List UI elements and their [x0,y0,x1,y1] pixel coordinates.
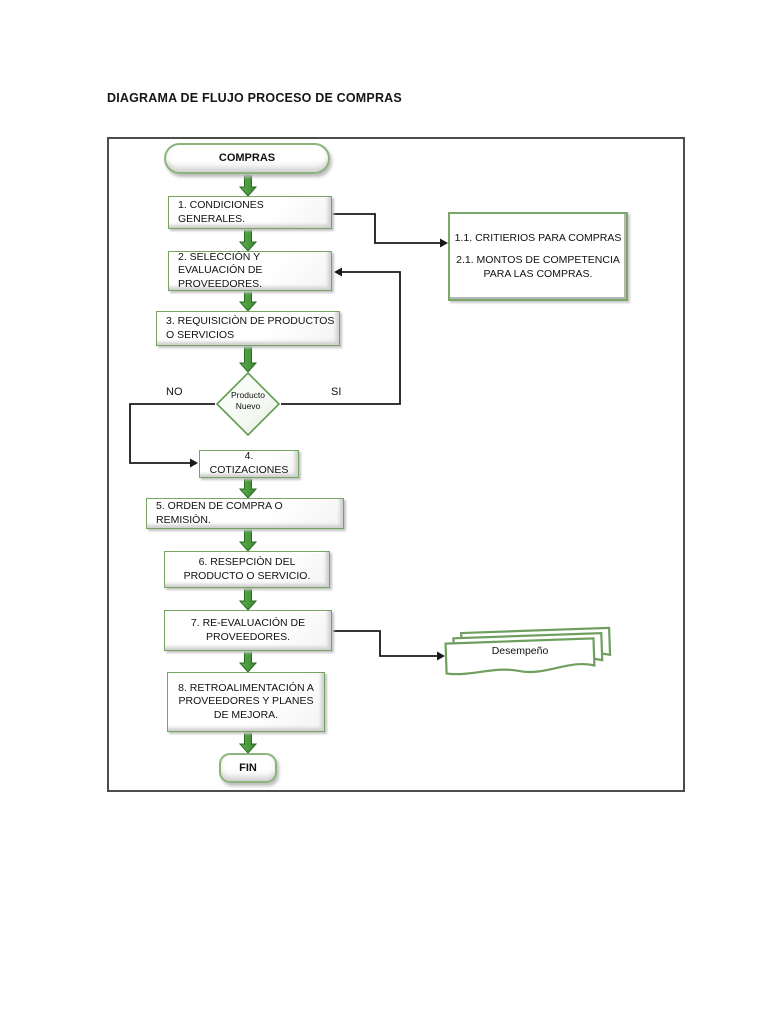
reference-box: 1.1. CRITIERIOS PARA COMPRAS 2.1. MONTOS… [448,212,628,301]
page-title: DIAGRAMA DE FLUJO PROCESO DE COMPRAS [107,91,402,105]
process-box-5-label: 5. ORDEN DE COMPRA O REMISIÒN. [156,499,283,526]
process-box-4: 4. COTIZACIONES [199,450,299,478]
process-box-2-label: 2. SELECCIÓN Y EVALUACIÓN DE PROVEEDORES… [178,250,263,290]
process-box-6-label: 6. RESEPCIÒN DEL PRODUCTO O SERVICIO. [183,555,311,582]
process-box-2: 2. SELECCIÓN Y EVALUACIÓN DE PROVEEDORES… [168,251,332,291]
process-box-5: 5. ORDEN DE COMPRA O REMISIÒN. [146,498,344,529]
reference-line-1: 1.1. CRITIERIOS PARA COMPRAS [454,231,622,244]
process-box-1-label: 1. CONDICIONES GENERALES. [178,198,264,225]
terminator-end-label: FIN [239,761,257,774]
process-box-8-label: 8. RETROALIMENTACIÓN A PROVEEDORES Y PLA… [178,681,314,721]
decision-label: Producto Nuevo [230,390,266,412]
decision-si-label: SI [331,386,342,398]
document-label: Desempeño [491,645,549,657]
process-box-6: 6. RESEPCIÒN DEL PRODUCTO O SERVICIO. [164,551,330,588]
process-box-3: 3. REQUISICIÒN DE PRODUCTOS O SERVICIOS [156,311,340,346]
process-box-3-label: 3. REQUISICIÒN DE PRODUCTOS O SERVICIOS [166,314,335,341]
reference-line-2: 2.1. MONTOS DE COMPETENCIA PARA LAS COMP… [456,254,620,280]
process-box-4-label: 4. COTIZACIONES [209,450,289,476]
process-box-8: 8. RETROALIMENTACIÓN A PROVEEDORES Y PLA… [167,672,325,732]
process-box-1: 1. CONDICIONES GENERALES. [168,196,332,229]
terminator-start-label: COMPRAS [218,152,276,165]
decision-no-label: NO [166,386,183,398]
terminator-end: FIN [219,753,277,783]
terminator-start: COMPRAS [164,143,330,174]
process-box-7: 7. RE-EVALUACIÓN DE PROVEEDORES. [164,610,332,651]
process-box-7-label: 7. RE-EVALUACIÓN DE PROVEEDORES. [190,616,306,643]
